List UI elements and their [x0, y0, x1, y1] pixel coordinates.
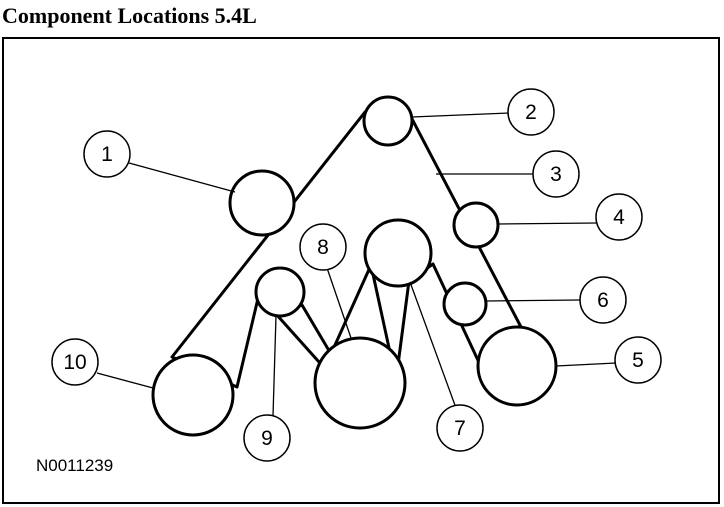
reference-code: N0011239 — [36, 456, 113, 475]
callout-circle-5 — [614, 336, 662, 384]
diagram-title: Component Locations 5.4L — [2, 3, 257, 28]
callout-circle-1 — [83, 130, 131, 178]
leader-4 — [497, 222, 598, 225]
callout-label-9: 9 — [261, 427, 273, 450]
pulley-4 — [452, 201, 500, 249]
leader-6 — [485, 299, 581, 302]
callout-label-5: 5 — [632, 349, 644, 372]
leader-2 — [411, 112, 510, 118]
callout-label-6: 6 — [597, 289, 609, 312]
diagram-frame — [2, 37, 720, 504]
pulley-9 — [254, 266, 306, 318]
leader-10 — [96, 372, 154, 389]
callout-label-1: 1 — [101, 143, 113, 166]
callout-circle-8 — [299, 223, 347, 271]
leader-1 — [128, 162, 236, 193]
callout-circle-6 — [579, 276, 627, 324]
callout-label-7: 7 — [454, 417, 466, 440]
callout-circle-10 — [51, 338, 99, 386]
pulley-2 — [362, 95, 414, 147]
callout-circle-9 — [243, 414, 291, 462]
leader-8 — [325, 264, 352, 339]
pulley-8 — [313, 336, 407, 430]
pulley-10 — [151, 353, 235, 437]
callout-label-2: 2 — [525, 101, 537, 124]
pulley-7 — [363, 218, 433, 288]
leader-7 — [409, 281, 457, 409]
leader-5 — [555, 362, 617, 367]
leader-9 — [272, 315, 277, 417]
callout-label-10: 10 — [63, 351, 86, 374]
callout-circle-2 — [507, 88, 555, 136]
callout-circle-7 — [436, 404, 484, 452]
callout-circle-4 — [595, 193, 643, 241]
callout-circle-3 — [532, 150, 580, 198]
pulley-1 — [228, 169, 296, 237]
callout-label-3: 3 — [550, 163, 562, 186]
callout-label-4: 4 — [613, 206, 625, 229]
callout-label-8: 8 — [317, 236, 329, 259]
pulley-6 — [442, 281, 488, 327]
pulley-5 — [476, 325, 558, 407]
